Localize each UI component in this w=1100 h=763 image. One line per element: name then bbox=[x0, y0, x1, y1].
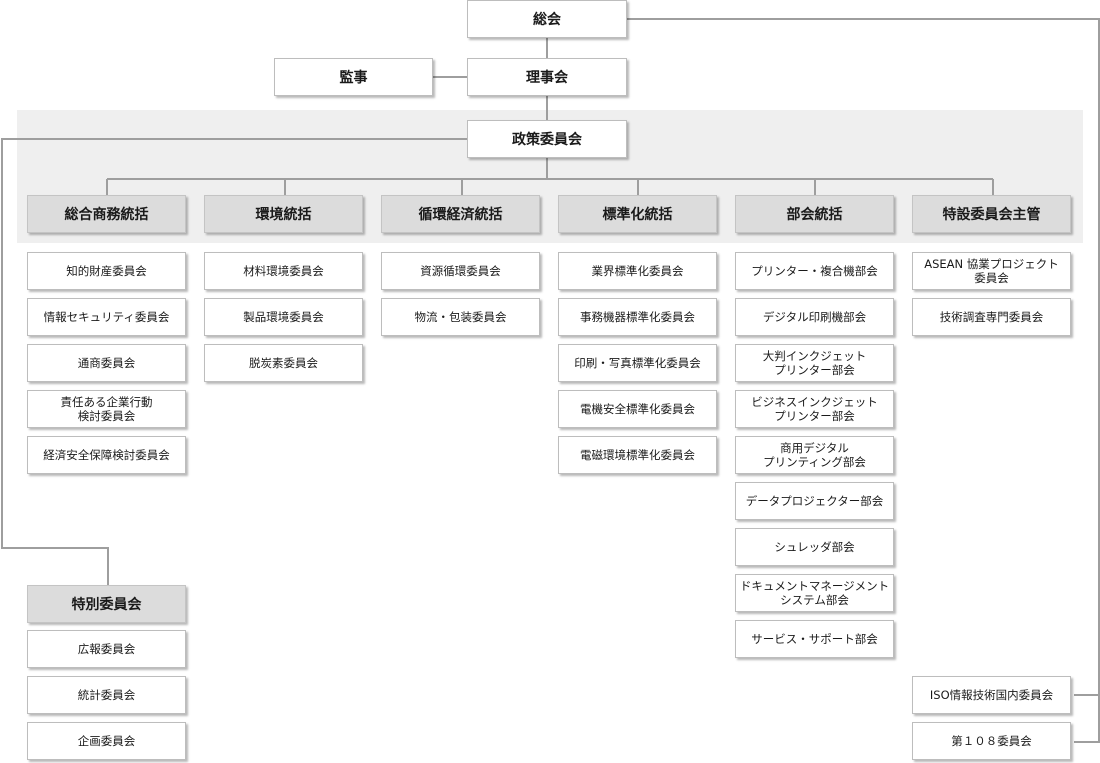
committee-label: 事務機器標準化委員会 bbox=[580, 310, 695, 324]
committee-label: 経済安全保障検討委員会 bbox=[43, 448, 170, 462]
committee-box: 業界標準化委員会 bbox=[558, 252, 717, 290]
division-label: プリンター・複合機部会 bbox=[751, 264, 878, 278]
committee-label: 通商委員会 bbox=[77, 356, 136, 370]
committee-box: 情報セキュリティ委員会 bbox=[27, 298, 186, 336]
division-box: 商用デジタル プリンティング部会 bbox=[735, 436, 894, 474]
division-label: データプロジェクター部会 bbox=[745, 494, 884, 508]
committee-label: 電機安全標準化委員会 bbox=[580, 402, 695, 416]
committee-label: 業界標準化委員会 bbox=[591, 264, 684, 278]
board-box: 理事会 bbox=[467, 58, 627, 96]
division-label: ビジネスインクジェット プリンター部会 bbox=[751, 395, 878, 423]
committee-label: 材料環境委員会 bbox=[243, 264, 324, 278]
column-header-label: 環境統括 bbox=[255, 207, 312, 223]
committee-label: 電磁環境標準化委員会 bbox=[580, 448, 695, 462]
division-label: 大判インクジェット プリンター部会 bbox=[762, 349, 867, 377]
policy-committee-label: 政策委員会 bbox=[512, 132, 582, 148]
division-label: サービス・サポート部会 bbox=[751, 632, 878, 646]
committee-box: 製品環境委員会 bbox=[204, 298, 363, 336]
committee-label: ISO情報技術国内委員会 bbox=[929, 688, 1054, 702]
committee-label: 物流・包装委員会 bbox=[414, 310, 507, 324]
committee-label: 脱炭素委員会 bbox=[249, 356, 318, 370]
committee-box: 資源循環委員会 bbox=[381, 252, 540, 290]
committee-box: 通商委員会 bbox=[27, 344, 186, 382]
column-header-circular-economy: 循環経済統括 bbox=[381, 195, 540, 233]
committee-box: 広報委員会 bbox=[27, 630, 186, 668]
committee-box: 脱炭素委員会 bbox=[204, 344, 363, 382]
committee-label: 印刷・写真標準化委員会 bbox=[574, 356, 701, 370]
committee-label: 企画委員会 bbox=[77, 734, 136, 748]
iso-committee-box: ISO情報技術国内委員会 bbox=[912, 676, 1071, 714]
committee-box: ASEAN 協業プロジェクト 委員会 bbox=[912, 252, 1071, 290]
column-header-special-committees: 特設委員会主管 bbox=[912, 195, 1071, 233]
special-committee-label: 特別委員会 bbox=[71, 597, 142, 613]
column-header-label: 部会統括 bbox=[786, 207, 843, 223]
division-label: 商用デジタル プリンティング部会 bbox=[763, 441, 866, 469]
line-assembly-right bbox=[627, 18, 1100, 743]
committee-box: 物流・包装委員会 bbox=[381, 298, 540, 336]
column-header-label: 標準化統括 bbox=[602, 207, 673, 223]
column-header-environment: 環境統括 bbox=[204, 195, 363, 233]
committee-label: 責任ある企業行動 検討委員会 bbox=[60, 395, 153, 423]
committee-box: 事務機器標準化委員会 bbox=[558, 298, 717, 336]
committee-box: 責任ある企業行動 検討委員会 bbox=[27, 390, 186, 428]
general-assembly-box: 総会 bbox=[467, 0, 627, 38]
committee-box: 技術調査専門委員会 bbox=[912, 298, 1071, 336]
committee-label: 資源循環委員会 bbox=[420, 264, 501, 278]
column-header-standardization: 標準化統括 bbox=[558, 195, 717, 233]
committee-label: 製品環境委員会 bbox=[243, 310, 324, 324]
division-box: ドキュメントマネージメント システム部会 bbox=[735, 574, 894, 612]
division-box: 大判インクジェット プリンター部会 bbox=[735, 344, 894, 382]
committee-box: 印刷・写真標準化委員会 bbox=[558, 344, 717, 382]
division-box: ビジネスインクジェット プリンター部会 bbox=[735, 390, 894, 428]
division-label: ドキュメントマネージメント システム部会 bbox=[739, 579, 890, 607]
general-assembly-label: 総会 bbox=[533, 12, 561, 28]
board-label: 理事会 bbox=[526, 70, 568, 86]
column-header-label: 総合商務統括 bbox=[64, 207, 149, 223]
auditor-label: 監事 bbox=[339, 70, 368, 86]
committee-label: 広報委員会 bbox=[77, 642, 136, 656]
policy-committee-box: 政策委員会 bbox=[467, 120, 627, 158]
column-header-label: 循環経済統括 bbox=[418, 207, 503, 223]
committee-label: 第１０８委員会 bbox=[951, 734, 1032, 748]
division-box: デジタル印刷機部会 bbox=[735, 298, 894, 336]
committee-box: 企画委員会 bbox=[27, 722, 186, 760]
committee-box: 統計委員会 bbox=[27, 676, 186, 714]
committee-label: 知的財産委員会 bbox=[66, 264, 147, 278]
committee-box: 材料環境委員会 bbox=[204, 252, 363, 290]
committee-box: 電磁環境標準化委員会 bbox=[558, 436, 717, 474]
column-header-divisions: 部会統括 bbox=[735, 195, 894, 233]
division-box: シュレッダ部会 bbox=[735, 528, 894, 566]
committee-box: 電機安全標準化委員会 bbox=[558, 390, 717, 428]
committee-box: 経済安全保障検討委員会 bbox=[27, 436, 186, 474]
committee-box: 知的財産委員会 bbox=[27, 252, 186, 290]
auditor-box: 監事 bbox=[274, 58, 433, 96]
special-committee-header: 特別委員会 bbox=[27, 585, 186, 623]
committee-label: 情報セキュリティ委員会 bbox=[43, 310, 170, 324]
committee-label: 統計委員会 bbox=[77, 688, 136, 702]
division-box: プリンター・複合機部会 bbox=[735, 252, 894, 290]
committee-label: 技術調査専門委員会 bbox=[939, 310, 1044, 324]
division-label: シュレッダ部会 bbox=[774, 540, 855, 554]
committee-label: ASEAN 協業プロジェクト 委員会 bbox=[924, 257, 1059, 285]
column-header-general-business: 総合商務統括 bbox=[27, 195, 186, 233]
division-box: サービス・サポート部会 bbox=[735, 620, 894, 658]
column-header-label: 特設委員会主管 bbox=[942, 207, 1041, 223]
division-box: データプロジェクター部会 bbox=[735, 482, 894, 520]
division-label: デジタル印刷機部会 bbox=[762, 310, 867, 324]
line-policy-special bbox=[1, 138, 467, 585]
committee-108-box: 第１０８委員会 bbox=[912, 722, 1071, 760]
